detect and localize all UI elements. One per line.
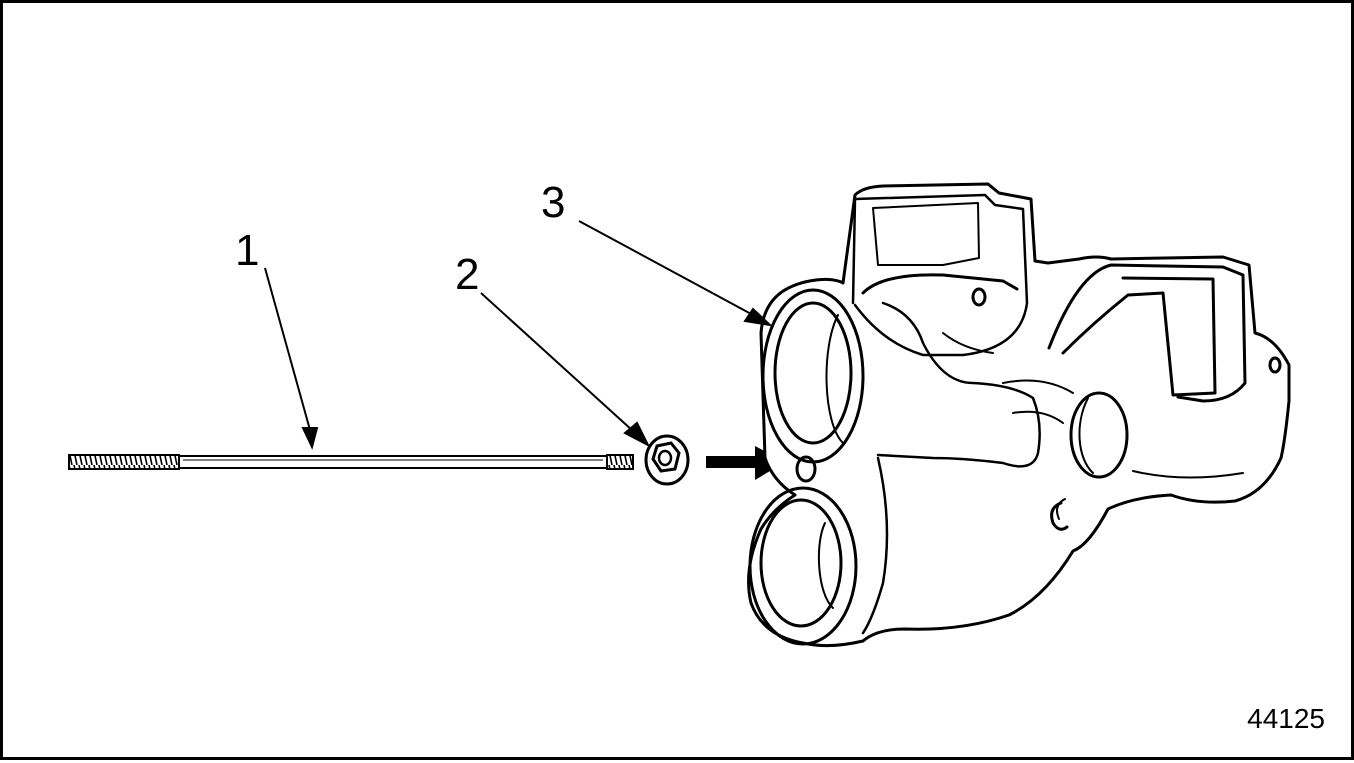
manifold-part: [747, 182, 1291, 648]
diagram-drawing: [68, 182, 1291, 648]
figure-number: 44125: [1247, 703, 1325, 734]
leader-lines: [264, 220, 774, 450]
callout-3-label: 3: [541, 178, 566, 227]
nut-part: [644, 434, 690, 486]
callout-1-label: 1: [235, 226, 260, 275]
callout-2-label: 2: [455, 250, 480, 299]
stud-part: [68, 454, 634, 470]
